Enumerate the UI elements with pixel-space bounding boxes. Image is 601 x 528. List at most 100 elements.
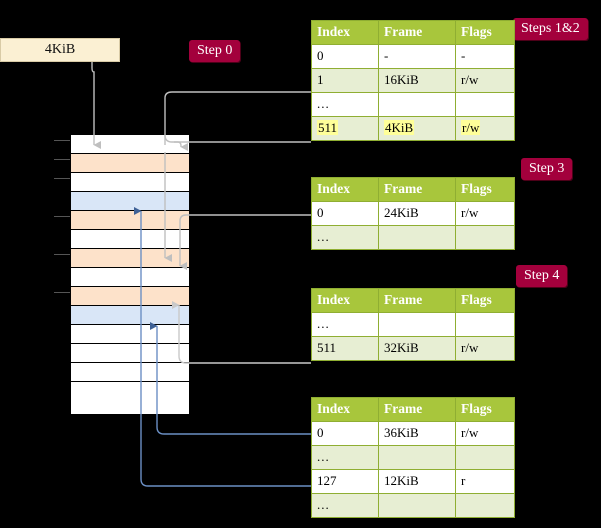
column-header-frame: Frame [378,177,456,202]
memory-frame-row[interactable] [71,135,189,154]
ellipsis: ... [317,316,330,331]
memory-frame-row[interactable] [71,192,189,211]
cell-frame [378,493,456,518]
memory-frame-row[interactable] [71,306,189,325]
step-0-label: Step 0 [197,43,233,58]
column-header-flags: Flags [455,397,515,422]
cell-frame [378,312,456,337]
table-row[interactable]: ... [311,445,515,470]
cell-flags: r/w [455,421,515,446]
wire-step3-from-table [179,214,311,256]
memory-frame-row[interactable] [71,249,189,268]
ellipsis: ... [317,96,330,111]
column-header-index: Index [311,397,379,422]
cell-frame: - [378,44,456,69]
memory-frame-row[interactable] [71,325,189,344]
memory-tick [54,254,70,255]
memory-frame-row[interactable] [71,154,189,173]
cell-index: 0 [311,44,379,69]
column-header-flags: Flags [455,288,515,313]
cell-flags: r [455,469,515,494]
cell-index: ... [311,493,379,518]
table-row[interactable]: ... [311,92,515,117]
column-header-frame: Frame [378,288,456,313]
table-row[interactable]: ... [311,493,515,518]
cell-flags [455,225,515,250]
cell-frame: 12KiB [378,469,456,494]
memory-frame-row[interactable] [71,173,189,192]
highlighted-value: r/w [461,120,481,135]
cell-frame: 36KiB [378,421,456,446]
wire-step4-upper-from-table [178,318,311,364]
memory-tick [54,292,70,293]
column-header-flags: Flags [455,20,515,45]
cell-index: ... [311,92,379,117]
cell-flags: r/w [455,116,515,141]
cell-flags: r/w [455,201,515,226]
column-header-index: Index [311,288,379,313]
memory-frame-row[interactable] [71,211,189,230]
step-4-chip: Step 4 [516,265,568,287]
step-4-label: Step 4 [524,268,560,283]
cell-index: ... [311,225,379,250]
column-header-flags: Flags [455,177,515,202]
source-frame-label: 4KiB [44,42,76,57]
cell-flags [455,92,515,117]
table-row[interactable]: ... [311,225,515,250]
physical-memory-column [70,134,190,415]
cell-index: 127 [311,469,379,494]
cell-index: ... [311,445,379,470]
table-row[interactable]: 0-- [311,44,515,69]
memory-frame-row[interactable] [71,363,189,382]
source-frame-box: 4KiB [0,38,120,62]
table-row[interactable]: ... [311,312,515,337]
cell-frame [378,225,456,250]
step-3-label: Step 3 [529,161,565,176]
memory-frame-row[interactable] [71,230,189,249]
cell-index: 1 [311,68,379,93]
column-header-frame: Frame [378,397,456,422]
cell-index: 511 [311,116,379,141]
steps-1-2-chip: Steps 1&2 [513,18,588,40]
wire-step0-to-frame [91,62,101,149]
cell-flags [455,493,515,518]
cell-frame: 4KiB [378,116,456,141]
ellipsis: ... [317,229,330,244]
column-header-frame: Frame [378,20,456,45]
ellipsis: ... [317,497,330,512]
memory-tick [54,140,70,141]
cell-frame [378,445,456,470]
cell-index: ... [311,312,379,337]
memory-frame-row[interactable] [71,344,189,363]
memory-tick [54,178,70,179]
step-3-chip: Step 3 [521,158,573,180]
cell-flags: r/w [455,68,515,93]
memory-frame-row[interactable] [71,382,189,401]
cell-flags: r/w [455,336,515,361]
cell-flags [455,445,515,470]
cell-index: 0 [311,201,379,226]
memory-tick [54,216,70,217]
highlighted-value: 4KiB [384,120,415,135]
column-header-index: Index [311,20,379,45]
memory-frame-row[interactable] [71,268,189,287]
cell-flags: - [455,44,515,69]
cell-frame: 32KiB [378,336,456,361]
memory-tick [54,159,70,160]
table-row[interactable]: 511 4KiB r/w [311,116,515,141]
column-header-index: Index [311,177,379,202]
cell-frame [378,92,456,117]
step-0-chip: Step 0 [189,40,241,62]
cell-index: 0 [311,421,379,446]
memory-frame-row[interactable] [71,287,189,306]
steps-1-2-label: Steps 1&2 [521,21,580,36]
